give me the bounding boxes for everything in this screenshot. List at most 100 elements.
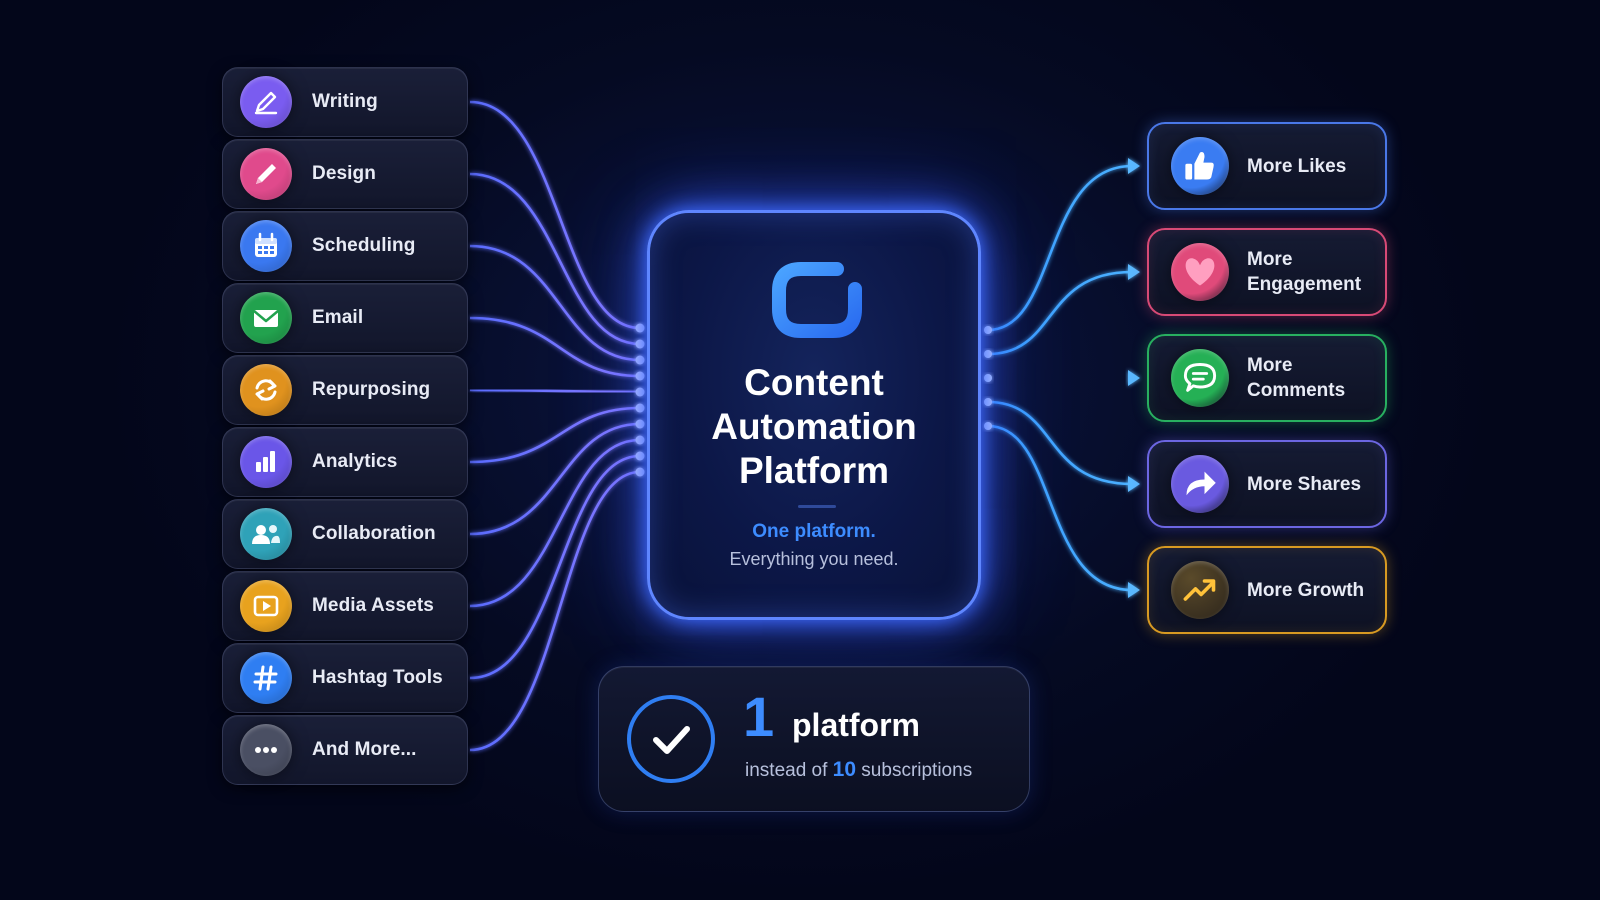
chat-badge: [1171, 349, 1229, 407]
brush-icon: [256, 164, 276, 184]
connector-dot: [984, 326, 992, 334]
heart-icon: [1185, 258, 1215, 286]
chat-icon: [1183, 363, 1217, 392]
connector-dot: [984, 350, 992, 358]
feature-item-scheduling[interactable]: Scheduling: [222, 211, 468, 281]
feature-label: Collaboration: [312, 523, 436, 544]
feature-item-email[interactable]: Email: [222, 283, 468, 353]
connector-left-writing: [469, 100, 641, 330]
growth-badge: [1171, 561, 1229, 619]
summary-card: 1 platform instead of 10 subscriptions: [598, 666, 1030, 812]
calendar-icon: [255, 232, 277, 257]
hub-tagline: One platform.: [752, 521, 876, 542]
growth-icon: [1183, 579, 1216, 601]
connector-dot: [635, 323, 645, 333]
pencil-badge: [240, 76, 292, 128]
users-icon: [252, 525, 280, 544]
connector-left-scheduling: [469, 244, 641, 362]
summary-prefix: instead of: [745, 760, 833, 781]
hashtag-icon: [253, 665, 278, 691]
connector-right-more-likes: [987, 164, 1133, 332]
brush-badge: [240, 148, 292, 200]
share-icon: [1186, 471, 1216, 496]
benefit-item-more-comments[interactable]: More Comments: [1147, 334, 1387, 422]
connector-left-design: [469, 172, 641, 346]
hashtag-badge: [240, 652, 292, 704]
feature-label: Scheduling: [312, 235, 416, 256]
feature-label: And More...: [312, 739, 417, 760]
feature-label: Design: [312, 163, 376, 184]
benefit-item-more-shares[interactable]: More Shares: [1147, 440, 1387, 528]
feature-label: Email: [312, 307, 364, 328]
benefit-item-more-growth[interactable]: More Growth: [1147, 546, 1387, 634]
connector-right-more-growth: [987, 424, 1133, 592]
arrow-head-icon: [1128, 370, 1140, 386]
feature-label: Analytics: [312, 451, 398, 472]
summary-count: 1: [743, 685, 775, 748]
connector-dot: [984, 398, 992, 406]
connector-left-repurposing: [469, 388, 641, 394]
platform-logo-icon: [772, 262, 862, 338]
share-badge: [1171, 455, 1229, 513]
ellipsis-badge: [240, 724, 292, 776]
thumbs-up-badge: [1171, 137, 1229, 195]
platform-hub: Content Automation Platform One platform…: [647, 210, 981, 620]
summary-suffix: subscriptions: [856, 760, 973, 781]
connector-dot: [984, 374, 992, 382]
benefit-item-more-likes[interactable]: More Likes: [1147, 122, 1387, 210]
arrow-head-icon: [1128, 264, 1140, 280]
benefit-label: More Comments: [1247, 355, 1346, 401]
connector-dot: [635, 435, 645, 445]
refresh-icon: [255, 379, 277, 401]
thumbs-up-icon: [1185, 151, 1214, 180]
summary-word: platform: [792, 707, 920, 743]
refresh-badge: [240, 364, 292, 416]
feature-label: Hashtag Tools: [312, 667, 443, 688]
feature-label: Writing: [312, 91, 378, 112]
bar-chart-icon: [256, 451, 275, 472]
feature-item-design[interactable]: Design: [222, 139, 468, 209]
connector-left-analytics: [469, 406, 641, 464]
feature-item-writing[interactable]: Writing: [222, 67, 468, 137]
benefit-item-more-engagement[interactable]: More Engagement: [1147, 228, 1387, 316]
connector-dot: [635, 387, 645, 397]
envelope-icon: [253, 310, 279, 327]
bar-chart-badge: [240, 436, 292, 488]
connector-dot: [635, 419, 645, 429]
ellipsis-icon: [255, 747, 277, 753]
arrow-head-icon: [1128, 158, 1140, 174]
arrow-head-icon: [1128, 582, 1140, 598]
feature-item-analytics[interactable]: Analytics: [222, 427, 468, 497]
checkmark-icon: [627, 695, 715, 783]
users-badge: [240, 508, 292, 560]
heart-badge: [1171, 243, 1229, 301]
benefit-label: More Engagement: [1247, 249, 1362, 295]
hub-divider: [798, 505, 836, 508]
benefit-label: More Growth: [1247, 579, 1365, 601]
connector-dot: [635, 451, 645, 461]
connector-left-hashtag-tools: [469, 454, 641, 680]
feature-label: Repurposing: [312, 379, 431, 400]
connector-right-more-engagement: [987, 270, 1133, 356]
play-icon: [253, 595, 279, 617]
feature-label: Media Assets: [312, 595, 434, 616]
connector-dot: [635, 467, 645, 477]
connector-left-email: [469, 316, 641, 378]
summary-replaced-count: 10: [832, 758, 857, 781]
envelope-badge: [240, 292, 292, 344]
feature-item-repurposing[interactable]: Repurposing: [222, 355, 468, 425]
connector-dot: [984, 422, 992, 430]
hub-title: Content Automation Platform: [711, 362, 917, 491]
feature-item-media-assets[interactable]: Media Assets: [222, 571, 468, 641]
feature-item-and-more[interactable]: And More...: [222, 715, 468, 785]
connector-dot: [635, 371, 645, 381]
hub-subtagline: Everything you need.: [729, 549, 899, 569]
connector-left-media-assets: [469, 438, 641, 608]
calendar-badge: [240, 220, 292, 272]
connector-dot: [635, 355, 645, 365]
feature-item-hashtag-tools[interactable]: Hashtag Tools: [222, 643, 468, 713]
connector-dot: [635, 339, 645, 349]
connector-left-collaboration: [469, 422, 641, 536]
connector-dot: [635, 403, 645, 413]
feature-item-collaboration[interactable]: Collaboration: [222, 499, 468, 569]
